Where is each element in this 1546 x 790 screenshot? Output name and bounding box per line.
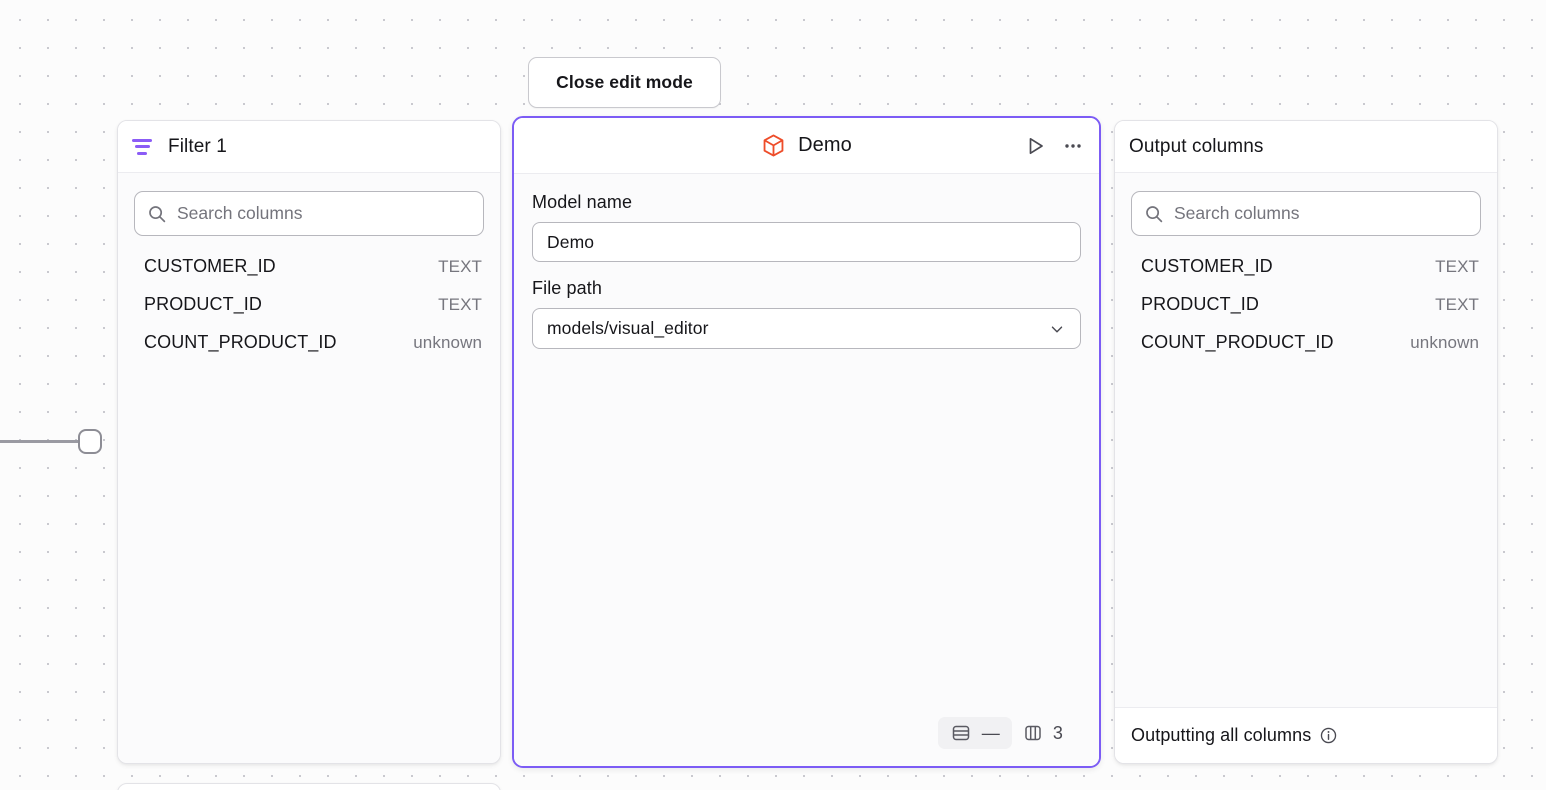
row-count-chip[interactable]: — bbox=[937, 717, 1012, 749]
output-footer-label: Outputting all columns bbox=[1131, 725, 1312, 745]
connector-edge bbox=[0, 440, 80, 443]
connector-handle[interactable] bbox=[78, 429, 102, 454]
column-count-value: 3 bbox=[1052, 722, 1063, 743]
ellipsis-icon bbox=[1065, 143, 1081, 148]
column-type: unknown bbox=[1410, 333, 1479, 352]
column-type: TEXT bbox=[438, 295, 482, 314]
column-name: COUNT_PRODUCT_ID bbox=[1141, 332, 1334, 352]
run-model-button[interactable] bbox=[1023, 134, 1047, 158]
filter-panel-title: Filter 1 bbox=[168, 135, 227, 157]
column-type: TEXT bbox=[1435, 295, 1479, 314]
column-type: TEXT bbox=[438, 257, 482, 276]
column-row[interactable]: PRODUCT_ID TEXT bbox=[130, 294, 484, 332]
info-icon[interactable] bbox=[1319, 726, 1338, 745]
filter-column-list: CUSTOMER_ID TEXT PRODUCT_ID TEXT COUNT_PRODU… bbox=[118, 236, 500, 370]
file-path-value: models/visual_editor bbox=[547, 318, 709, 338]
output-panel-title: Output columns bbox=[1129, 135, 1264, 157]
rows-icon bbox=[952, 725, 970, 741]
close-edit-mode-button[interactable]: Close edit mode bbox=[528, 57, 721, 108]
output-panel-body: CUSTOMER_ID TEXT PRODUCT_ID TEXT COUNT_PRODU… bbox=[1115, 173, 1497, 707]
output-panel-footer: Outputting all columns bbox=[1115, 707, 1497, 763]
output-search-wrap bbox=[1115, 173, 1497, 236]
model-panel-body: Model name File path models/visual_edito… bbox=[514, 174, 1099, 766]
filter-search-wrap bbox=[118, 173, 500, 236]
output-columns-panel[interactable]: Output columns CUSTOMER_IDTEXTPRODUCT_ID… bbox=[1114, 120, 1498, 764]
model-node-panel[interactable]: Demo Model name bbox=[512, 116, 1101, 768]
output-column-list: CUSTOMER_ID TEXT PRODUCT_ID TEXT COUNT_PRODU… bbox=[1115, 236, 1497, 370]
model-name-input[interactable] bbox=[532, 222, 1081, 262]
output-search-input[interactable] bbox=[1174, 203, 1468, 224]
model-header-actions bbox=[1023, 134, 1085, 158]
column-name: CUSTOMER_ID bbox=[1141, 256, 1273, 276]
column-name: COUNT_PRODUCT_ID bbox=[144, 332, 337, 352]
column-row[interactable]: CUSTOMER_ID TEXT bbox=[130, 256, 484, 294]
filter-panel-body: CUSTOMER_ID TEXT PRODUCT_ID TEXT COUNT_PRODU… bbox=[118, 173, 500, 763]
filter-node-panel[interactable]: Filter 1 CUSTOMER_ID TEXT PRODUCT_ID TEXT CO… bbox=[117, 120, 501, 764]
model-title-group: Demo bbox=[514, 133, 1099, 158]
column-type: unknown bbox=[413, 333, 482, 352]
search-icon bbox=[1146, 205, 1163, 222]
output-panel-header: Output columns bbox=[1115, 121, 1497, 173]
columns-icon bbox=[1025, 725, 1041, 741]
filter-icon bbox=[132, 136, 154, 158]
file-path-label: File path bbox=[532, 278, 602, 298]
model-name-label: Model name bbox=[532, 192, 633, 212]
column-name: CUSTOMER_ID bbox=[144, 256, 276, 276]
column-row[interactable]: COUNT_PRODUCT_ID unknown bbox=[130, 332, 484, 370]
more-options-button[interactable] bbox=[1061, 134, 1085, 158]
column-count-chip[interactable]: 3 bbox=[1012, 717, 1073, 749]
lower-node-panel[interactable] bbox=[117, 783, 501, 790]
model-panel-title: Demo bbox=[798, 134, 852, 156]
filter-panel-header: Filter 1 bbox=[118, 121, 500, 173]
column-name: PRODUCT_ID bbox=[1141, 294, 1260, 314]
chevron-down-icon bbox=[1051, 325, 1063, 332]
file-path-select[interactable]: models/visual_editor bbox=[532, 308, 1081, 349]
filter-search-box[interactable] bbox=[134, 191, 484, 236]
cube-icon bbox=[763, 134, 784, 157]
play-icon bbox=[1029, 137, 1043, 154]
column-name: PRODUCT_ID bbox=[144, 294, 263, 314]
column-row[interactable]: CUSTOMER_ID TEXT bbox=[1127, 256, 1481, 294]
model-stats-footer: — 3 bbox=[532, 710, 1081, 766]
search-icon bbox=[149, 205, 166, 222]
output-search-box[interactable] bbox=[1131, 191, 1481, 236]
column-row[interactable]: PRODUCT_ID TEXT bbox=[1127, 294, 1481, 332]
column-type: TEXT bbox=[1435, 257, 1479, 276]
row-count-value: — bbox=[981, 722, 1000, 743]
model-panel-header: Demo bbox=[514, 118, 1099, 174]
column-row[interactable]: COUNT_PRODUCT_ID unknown bbox=[1127, 332, 1481, 370]
filter-search-input[interactable] bbox=[177, 203, 471, 224]
